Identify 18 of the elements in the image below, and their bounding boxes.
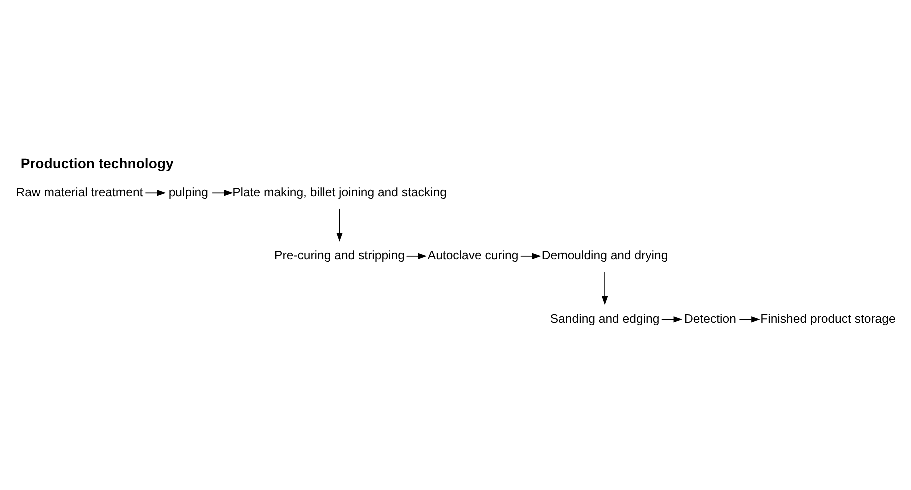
arrow — [661, 316, 683, 323]
node-text: Sanding and edging — [550, 312, 660, 326]
arrow — [336, 208, 343, 242]
diagram-title: Production technology — [20, 155, 174, 172]
node-text: pulping — [168, 185, 208, 200]
arrow — [520, 253, 542, 260]
arrow — [212, 190, 234, 196]
node-text: Detection — [684, 312, 736, 326]
arrow — [602, 272, 608, 306]
node-text: Demoulding and drying — [542, 248, 668, 263]
node-text: Plate making, billet joining and stacking — [232, 185, 447, 200]
node-text: Autoclave curing — [428, 248, 519, 263]
node-text: Finished product storage — [760, 312, 896, 326]
arrow — [406, 253, 428, 260]
node-text: Raw material treatment — [16, 185, 144, 200]
arrow — [145, 190, 166, 196]
arrow — [739, 316, 760, 323]
node-text: Pre-curing and stripping — [274, 248, 405, 263]
